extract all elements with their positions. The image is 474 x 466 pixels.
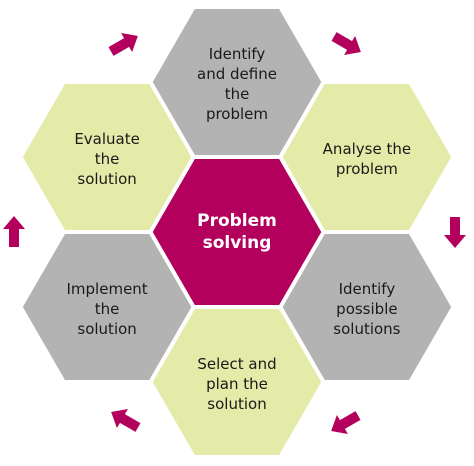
arrow-down-icon-shape (444, 217, 466, 248)
label-evaluate-the-solution-line: Evaluate (74, 130, 140, 148)
label-evaluate-the-solution-line: solution (77, 170, 137, 188)
arrow-left-up-icon-shape (111, 408, 141, 432)
arrow-left-down-icon (331, 411, 361, 435)
arrow-right-up-icon-shape (108, 32, 138, 56)
arrow-right-up-icon (108, 32, 138, 56)
label-identify-and-define-the-problem-line: and define (197, 65, 277, 83)
label-select-and-plan-the-solution: Select and plan the solution (182, 354, 292, 414)
label-identify-possible-solutions-line: possible (336, 300, 398, 318)
label-analyse-the-problem: Analyse the problem (312, 139, 422, 179)
label-evaluate-the-solution-line: the (94, 150, 120, 168)
label-implement-the-solution: Implement the solution (52, 279, 162, 339)
label-select-and-plan-the-solution-line: plan the (206, 375, 268, 393)
label-identify-and-define-the-problem-line: problem (205, 105, 269, 123)
hex-center-problem-solving (149, 156, 325, 308)
label-identify-and-define-the-problem: Identify and define the problem (182, 44, 292, 124)
label-analyse-the-problem-line: Analyse the (322, 140, 412, 158)
label-identify-and-define-the-problem-line: the (224, 85, 250, 103)
center-label-line: solving (202, 233, 272, 253)
arrow-left-down-icon-shape (331, 411, 361, 435)
label-implement-the-solution-line: solution (77, 320, 137, 338)
arrow-left-up-icon (111, 408, 141, 432)
label-analyse-the-problem-line: problem (335, 160, 398, 178)
arrow-up-icon-shape (3, 216, 25, 247)
label-identify-possible-solutions: Identify possible solutions (312, 279, 422, 339)
label-identify-and-define-the-problem-line: Identify (208, 45, 266, 63)
arrow-down-icon (444, 217, 466, 248)
label-evaluate-the-solution: Evaluate the solution (52, 129, 162, 189)
label-select-and-plan-the-solution-line: solution (207, 395, 267, 413)
label-identify-possible-solutions-line: Identify (338, 280, 396, 298)
arrow-right-down-icon-shape (331, 32, 361, 56)
label-identify-possible-solutions-line: solutions (333, 320, 401, 338)
arrow-right-down-icon (331, 32, 361, 56)
arrow-up-icon (3, 216, 25, 247)
center-label-line: Problem (197, 211, 277, 231)
label-implement-the-solution-line: the (94, 300, 120, 318)
label-select-and-plan-the-solution-line: Select and (197, 355, 277, 373)
label-implement-the-solution-line: Implement (66, 280, 148, 298)
